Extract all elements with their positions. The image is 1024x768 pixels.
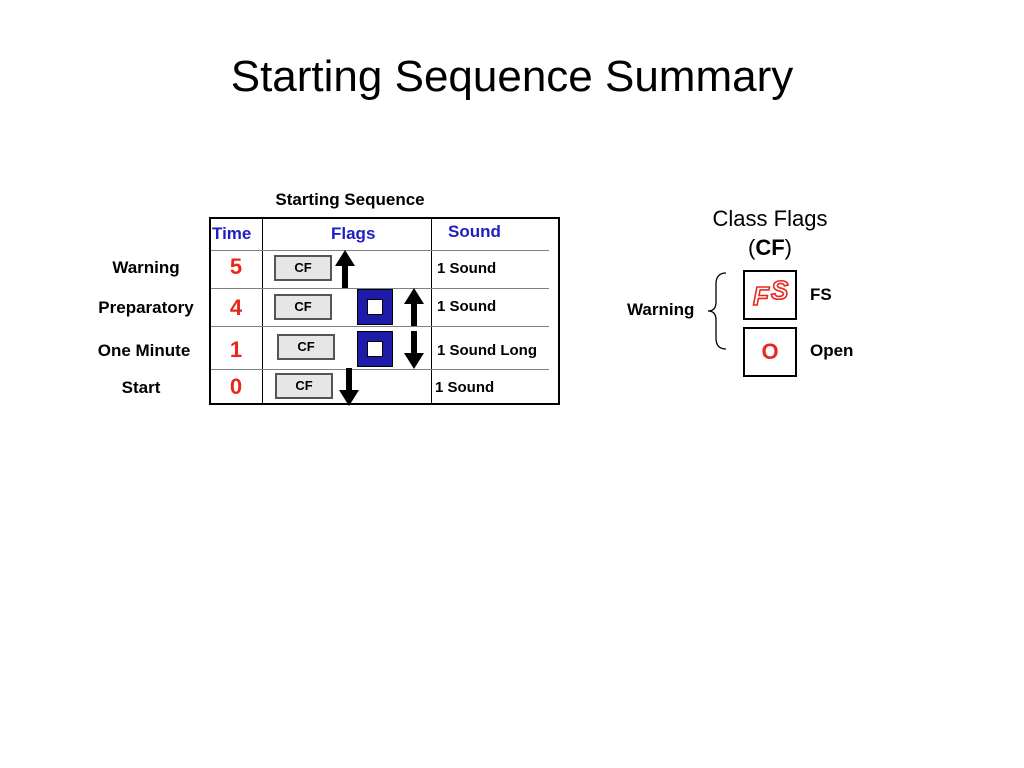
- class-flags-title: Class Flags (CF): [690, 204, 850, 262]
- class-flags-title-text: Class Flags: [712, 206, 828, 231]
- fs-flag: F S: [743, 270, 797, 320]
- slide-title: Starting Sequence Summary: [230, 52, 794, 101]
- row-label-one-minute: One Minute: [97, 341, 191, 360]
- open-flag: O: [743, 327, 797, 377]
- sequence-table: [209, 217, 560, 405]
- time-value-preparatory: 4: [229, 295, 243, 320]
- arrow-down-icon: [404, 331, 424, 369]
- sound-warning: 1 Sound: [437, 260, 497, 277]
- row-divider: [211, 326, 549, 327]
- sequence-heading: Starting Sequence: [275, 190, 425, 209]
- preparatory-flag-icon: [357, 331, 393, 367]
- arrow-up-icon: [404, 288, 424, 326]
- time-value-start: 0: [229, 374, 243, 399]
- class-flags-code-line: (CF): [690, 233, 850, 262]
- header-time: Time: [212, 224, 252, 243]
- fs-flag-label: FS: [810, 285, 832, 304]
- arrow-up-icon: [335, 250, 355, 288]
- col-divider-flags: [431, 219, 432, 403]
- paren-close: ): [784, 235, 792, 260]
- time-value-warning: 5: [229, 254, 243, 279]
- row-divider: [211, 288, 549, 289]
- class-flag-box: CF: [275, 373, 333, 399]
- row-divider: [211, 250, 549, 251]
- row-label-start: Start: [121, 378, 161, 397]
- paren-open: (: [748, 235, 756, 260]
- preparatory-flag-icon: [357, 289, 393, 325]
- curly-brace-icon: [707, 272, 727, 350]
- sound-preparatory: 1 Sound: [437, 298, 497, 315]
- svg-text:F: F: [753, 281, 770, 311]
- header-flags: Flags: [331, 224, 376, 243]
- class-flag-box: CF: [274, 294, 332, 320]
- open-flag-label: Open: [810, 341, 854, 360]
- arrow-down-icon: [339, 368, 359, 406]
- class-flag-box: CF: [274, 255, 332, 281]
- class-flags-warning-label: Warning: [627, 300, 695, 319]
- time-value-one-minute: 1: [229, 337, 243, 362]
- fs-logo-icon: F S: [752, 274, 790, 312]
- col-divider-time: [262, 219, 263, 403]
- svg-text:S: S: [771, 275, 789, 305]
- class-flags-code: CF: [755, 235, 785, 260]
- row-label-preparatory: Preparatory: [98, 298, 194, 317]
- header-sound: Sound: [448, 222, 501, 241]
- class-flag-box: CF: [277, 334, 335, 360]
- sound-start: 1 Sound: [435, 379, 495, 396]
- row-label-warning: Warning: [112, 258, 180, 277]
- sound-one-minute: 1 Sound Long: [437, 342, 537, 359]
- row-divider: [211, 369, 549, 370]
